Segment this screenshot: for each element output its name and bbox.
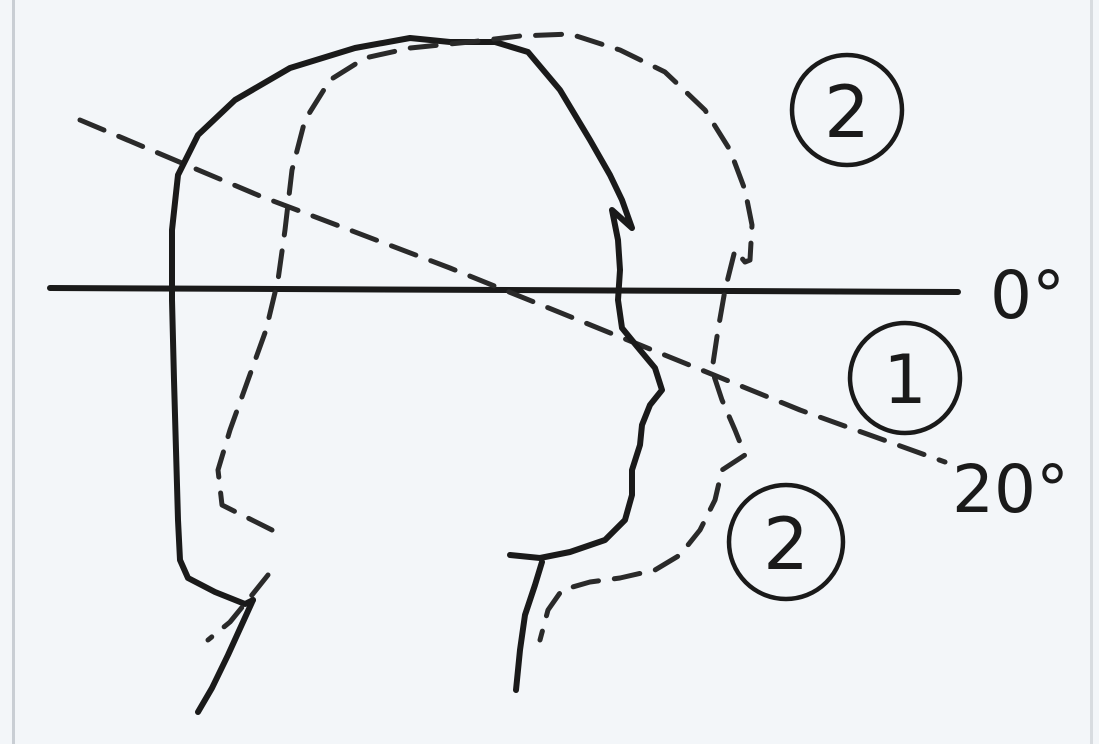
angle-label-0: 0° (990, 257, 1065, 334)
marker-2-top-label: 2 (824, 70, 870, 154)
marker-2-bottom: 2 (729, 485, 843, 599)
marker-1-label: 1 (883, 341, 926, 420)
reference-line-0-degrees (50, 288, 958, 292)
marker-1: 1 (850, 323, 960, 433)
lower-jaw-stroke (198, 600, 253, 712)
marker-2-top: 2 (792, 55, 902, 165)
marker-2-bottom-label: 2 (763, 502, 809, 586)
head-profile-tilted (218, 34, 752, 640)
head-profile-upright (172, 38, 662, 604)
neck-line (516, 562, 542, 690)
angle-label-20: 20° (952, 451, 1069, 528)
